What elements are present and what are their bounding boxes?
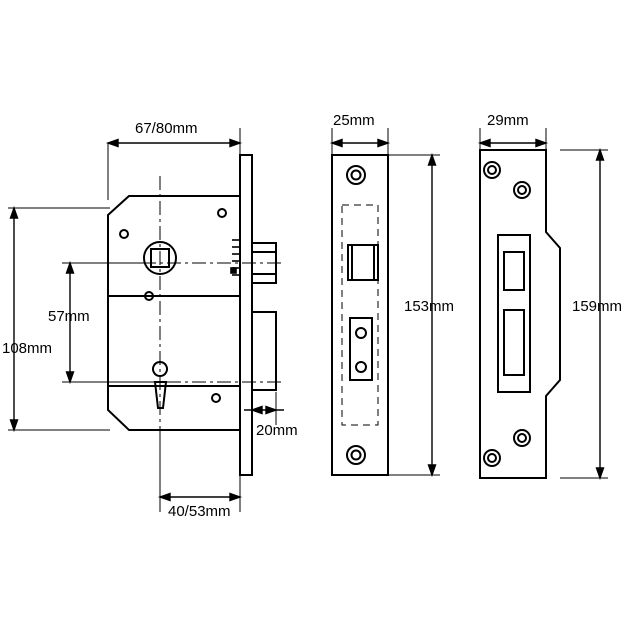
strike-view <box>479 149 561 479</box>
strike-screw-hole-bl-inner <box>487 453 497 463</box>
forend-strip <box>239 154 253 476</box>
strike-aperture-outer <box>497 234 531 393</box>
strike-dimension-lines <box>477 138 605 481</box>
follower-square <box>150 248 170 268</box>
fixing-hole <box>144 291 154 301</box>
dim-label-case-width: 67/80mm <box>135 120 198 137</box>
forend-screw-hole-bottom <box>346 445 366 465</box>
fixing-hole <box>217 208 227 218</box>
dim-label-backset: 40/53mm <box>168 503 231 520</box>
side-view-extension-lines <box>8 128 277 512</box>
strike-screw-hole-br-inner <box>517 433 527 443</box>
dim-label-strike-width: 29mm <box>487 112 529 129</box>
forend-plate-outline <box>331 154 389 476</box>
strike-plate-outline <box>479 149 561 479</box>
side-view <box>107 154 277 476</box>
forend-deadbolt-hole-top <box>355 327 367 339</box>
forend-hidden-outline <box>341 204 379 426</box>
dim-label-forend-width: 25mm <box>333 112 375 129</box>
dim-label-case-height: 108mm <box>2 340 53 357</box>
dim-label-forend-height: 153mm <box>404 298 455 315</box>
forend-deadbolt-aperture <box>349 317 373 381</box>
strike-screw-hole-bl <box>483 449 501 467</box>
forend-view <box>331 154 389 476</box>
strike-aperture-deadbolt <box>503 309 525 376</box>
side-view-dimension-lines <box>9 138 284 502</box>
strike-screw-hole-tr-inner <box>517 185 527 195</box>
strike-screw-hole-tl-inner <box>487 165 497 175</box>
strike-screw-hole-br <box>513 429 531 447</box>
fixing-hole <box>119 229 129 239</box>
strike-screw-hole-tr <box>513 181 531 199</box>
dim-label-bolt-throw: 20mm <box>256 422 298 439</box>
strike-aperture-latch <box>503 251 525 291</box>
dim-label-centre-height: 57mm <box>48 308 90 325</box>
side-view-centrelines <box>92 176 285 490</box>
fixing-hole <box>211 393 221 403</box>
forend-deadbolt-hole-bottom <box>355 361 367 373</box>
forend-dimension-lines <box>329 138 437 478</box>
dead-bolt <box>251 311 277 391</box>
forend-screw-hole-bottom-inner <box>350 449 362 461</box>
forend-screw-hole-top-inner <box>350 169 362 181</box>
strike-screw-hole-tl <box>483 161 501 179</box>
forend-screw-hole-top <box>346 165 366 185</box>
follower-circle <box>143 241 177 275</box>
case-detail-marks <box>230 239 240 276</box>
dim-label-strike-height: 159mm <box>572 298 623 315</box>
forend-latch-aperture <box>347 244 379 281</box>
